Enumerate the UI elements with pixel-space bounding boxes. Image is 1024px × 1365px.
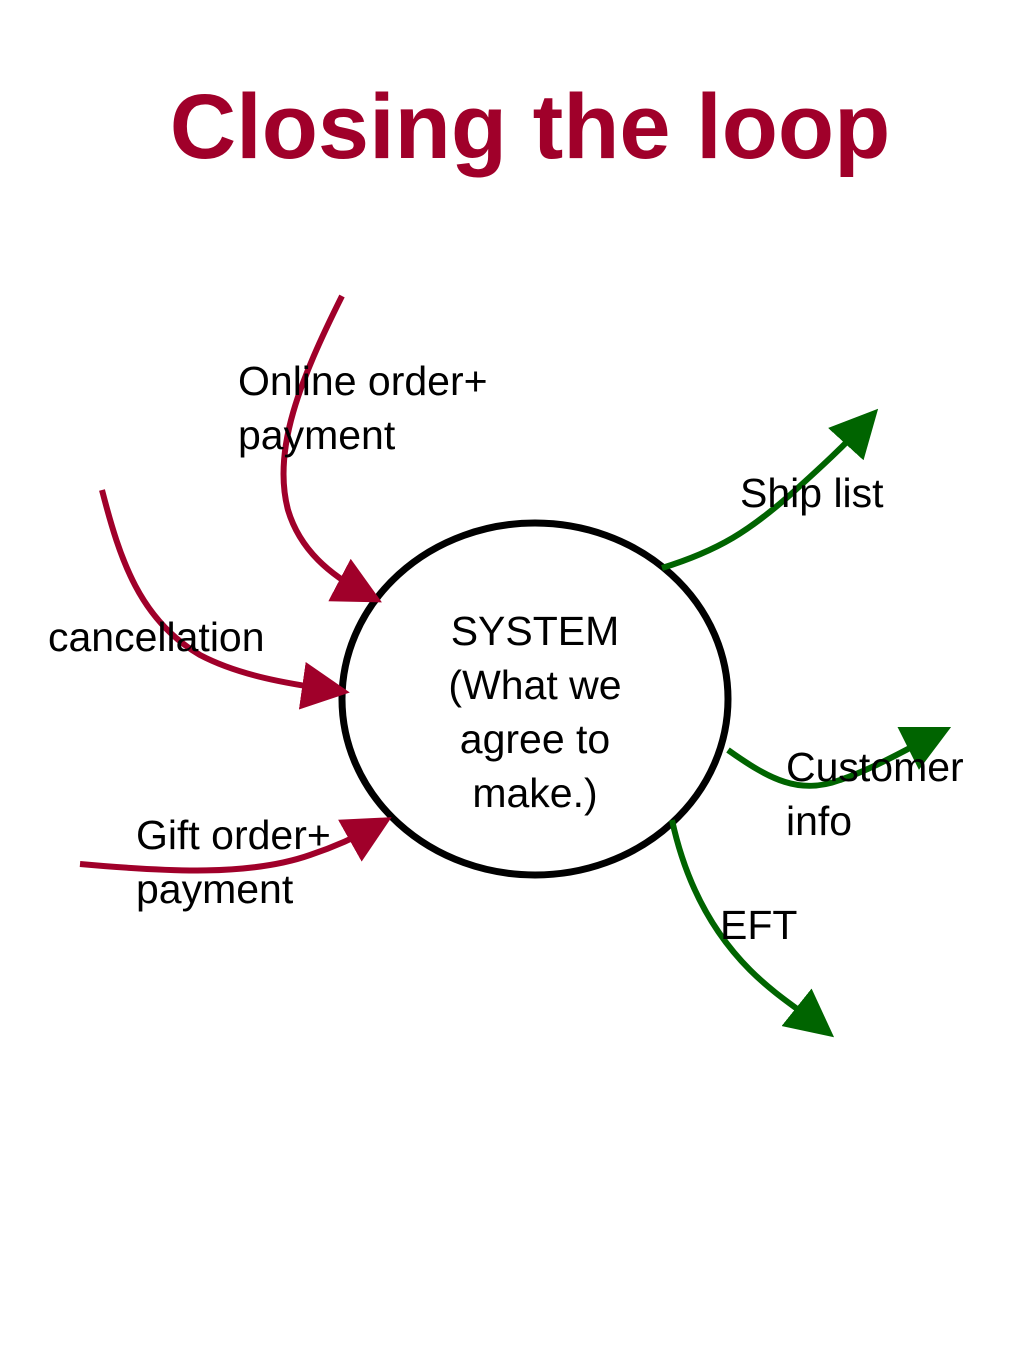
ship-list-label: Ship list	[740, 466, 884, 520]
eft-arrow	[669, 819, 835, 1038]
online-order-label-line-1: Online order+	[238, 358, 488, 404]
ship-list-arrow	[661, 408, 879, 571]
cancellation-label-line-1: cancellation	[48, 614, 265, 660]
cancellation-label: cancellation	[48, 610, 265, 664]
eft-label: EFT	[720, 898, 797, 952]
eft-label-line-1: EFT	[720, 902, 798, 948]
system-label: SYSTEM (What we agree to make.)	[420, 604, 650, 820]
gift-order-label: Gift order+ payment	[136, 808, 331, 916]
online-order-label-line-2: payment	[238, 412, 396, 458]
customer-info-label: Customer info	[786, 740, 964, 848]
system-label-line-1: SYSTEM	[450, 608, 620, 654]
online-order-arrow	[280, 294, 382, 603]
gift-order-label-line-2: payment	[136, 866, 294, 912]
ship-list-label-line-1: Ship list	[740, 470, 884, 516]
customer-info-label-line-1: Customer	[786, 744, 964, 790]
customer-info-label-line-2: info	[786, 798, 853, 844]
system-label-line-3: agree to	[459, 716, 611, 762]
slide-title: Closing the loop	[169, 76, 891, 178]
gift-order-arrow	[79, 817, 392, 874]
gift-order-label-line-1: Gift order+	[136, 812, 331, 858]
system-label-line-2: (What we	[448, 662, 622, 708]
cancellation-arrow	[99, 489, 350, 710]
online-order-label: Online order+ payment	[238, 354, 488, 462]
system-label-line-4: make.)	[472, 770, 598, 816]
customer-info-arrow	[726, 726, 952, 789]
